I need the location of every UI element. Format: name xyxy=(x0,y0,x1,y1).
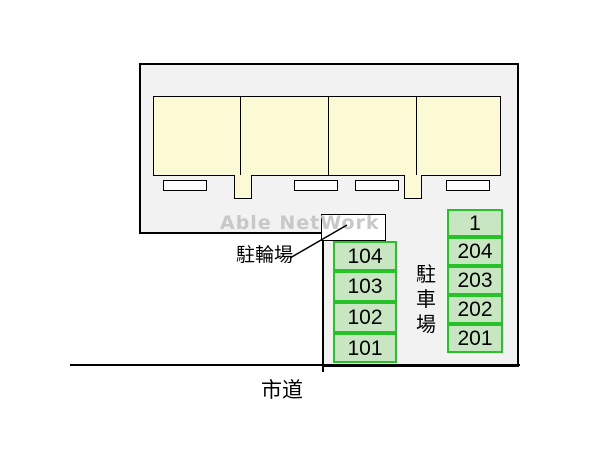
building-unit xyxy=(153,96,241,176)
parking-slot: 201 xyxy=(447,324,503,353)
road-label: 市道 xyxy=(261,378,303,402)
parking-slot: 102 xyxy=(333,302,397,333)
building-unit xyxy=(240,96,329,176)
parking-label-char: 駐 xyxy=(416,262,436,286)
bicycle-parking-area xyxy=(321,214,386,241)
parking-slot: 204 xyxy=(447,237,503,266)
parking-label-char: 車 xyxy=(416,287,436,311)
bicycle-parking-label: 駐輪場 xyxy=(236,244,294,266)
parking-label-char: 場 xyxy=(416,312,436,336)
parking-slot: 101 xyxy=(333,333,397,363)
parking-slot: 202 xyxy=(447,295,503,324)
balcony xyxy=(446,180,490,191)
entrance-connector xyxy=(404,175,422,199)
building-unit xyxy=(416,96,501,176)
balcony xyxy=(163,180,207,191)
parking-slot: 1 xyxy=(447,209,503,237)
road-line xyxy=(70,364,520,366)
balcony xyxy=(294,180,338,191)
parking-slot: 103 xyxy=(333,271,397,302)
parking-slot: 203 xyxy=(447,266,503,295)
balcony xyxy=(355,180,399,191)
parking-slot: 104 xyxy=(333,241,397,271)
watermark: Able NetWork xyxy=(220,212,380,234)
entrance-connector xyxy=(234,175,252,199)
